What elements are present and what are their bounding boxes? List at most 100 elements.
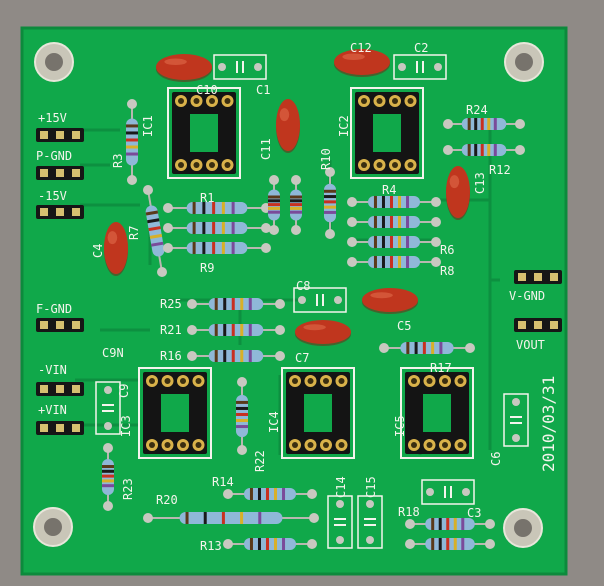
label-r24: R24 bbox=[466, 103, 488, 117]
label-ic3: IC3 bbox=[119, 415, 133, 437]
label-c10: C10 bbox=[196, 83, 218, 97]
pin-header bbox=[514, 270, 562, 284]
label-r8: R8 bbox=[440, 264, 454, 278]
label-r3: R3 bbox=[111, 154, 125, 168]
mounting-hole bbox=[34, 42, 74, 82]
label-date: 2010/03/31 bbox=[539, 376, 558, 472]
label-c7: C7 bbox=[295, 351, 309, 365]
label-c4: C4 bbox=[91, 244, 105, 258]
label-c3: C3 bbox=[467, 506, 481, 520]
pin-header bbox=[514, 318, 562, 332]
label-r22: R22 bbox=[253, 450, 267, 472]
resistor bbox=[324, 167, 336, 239]
pin-header bbox=[36, 205, 84, 219]
resistor bbox=[443, 144, 525, 156]
label-c9: C9 bbox=[117, 384, 131, 398]
ceramic-capacitor bbox=[357, 495, 383, 549]
label-r13: R13 bbox=[200, 539, 222, 553]
ic-socket bbox=[138, 367, 212, 459]
resistor bbox=[187, 350, 285, 362]
label-c5: C5 bbox=[397, 319, 411, 333]
resistor bbox=[236, 377, 248, 455]
label-minus15v: -15V bbox=[38, 189, 67, 203]
label-r20: R20 bbox=[156, 493, 178, 507]
label-r14: R14 bbox=[212, 475, 234, 489]
label-r23: R23 bbox=[121, 478, 135, 500]
resistor bbox=[290, 175, 302, 235]
resistor bbox=[187, 298, 285, 310]
label-r7: R7 bbox=[127, 226, 141, 240]
label-r25: R25 bbox=[160, 297, 182, 311]
label-c1: C1 bbox=[256, 83, 270, 97]
resistor bbox=[405, 518, 495, 530]
film-capacitor bbox=[156, 54, 212, 82]
label-plus15v: +15V bbox=[38, 111, 67, 125]
mounting-hole bbox=[504, 42, 544, 82]
resistor bbox=[443, 118, 525, 130]
resistor bbox=[163, 222, 271, 234]
resistor bbox=[405, 538, 495, 550]
resistor bbox=[163, 242, 271, 254]
film-capacitor bbox=[295, 320, 351, 346]
ceramic-capacitor bbox=[327, 495, 353, 549]
pin-header bbox=[36, 382, 84, 396]
label-c6: C6 bbox=[489, 452, 503, 466]
resistor bbox=[223, 538, 317, 550]
ic-socket bbox=[400, 367, 474, 459]
resistor bbox=[143, 185, 167, 277]
resistor bbox=[268, 175, 280, 235]
ceramic-capacitor bbox=[293, 287, 347, 313]
label-r6: R6 bbox=[440, 243, 454, 257]
ceramic-capacitor bbox=[393, 54, 447, 80]
ic-socket bbox=[167, 87, 241, 179]
ic-socket bbox=[281, 367, 355, 459]
ic-socket bbox=[350, 87, 424, 179]
label-c15: C15 bbox=[364, 476, 378, 498]
label-plus-vin: +VIN bbox=[38, 403, 67, 417]
pin-header bbox=[36, 166, 84, 180]
label-c12: C12 bbox=[350, 41, 372, 55]
label-c11: C11 bbox=[259, 138, 273, 160]
label-r9: R9 bbox=[200, 261, 214, 275]
resistor bbox=[187, 324, 285, 336]
film-capacitor bbox=[104, 222, 128, 276]
label-minus-vin: -VIN bbox=[38, 363, 67, 377]
label-ic5: IC5 bbox=[393, 415, 407, 437]
pin-header bbox=[36, 128, 84, 142]
label-r18: R18 bbox=[398, 505, 420, 519]
label-r16: R16 bbox=[160, 349, 182, 363]
film-capacitor bbox=[276, 99, 300, 153]
resistor bbox=[347, 256, 441, 268]
label-r17: R17 bbox=[430, 361, 452, 375]
pin-header bbox=[36, 421, 84, 435]
label-c14: C14 bbox=[334, 476, 348, 498]
label-ic2: IC2 bbox=[337, 115, 351, 137]
label-r4: R4 bbox=[382, 183, 396, 197]
resistor bbox=[347, 196, 441, 208]
film-capacitor bbox=[446, 166, 470, 220]
label-c9n: C9N bbox=[102, 346, 124, 360]
resistor bbox=[347, 216, 441, 228]
resistor bbox=[126, 99, 138, 185]
resistor bbox=[347, 236, 441, 248]
resistor bbox=[223, 488, 317, 500]
label-r10: R10 bbox=[319, 148, 333, 170]
label-r1: R1 bbox=[200, 191, 214, 205]
mounting-hole bbox=[503, 508, 543, 548]
resistor bbox=[379, 342, 475, 354]
label-ic4: IC4 bbox=[267, 411, 281, 433]
label-c13: C13 bbox=[473, 172, 487, 194]
label-fgnd: F-GND bbox=[36, 302, 72, 316]
resistor bbox=[143, 512, 319, 524]
resistor bbox=[102, 443, 114, 511]
ceramic-capacitor bbox=[503, 393, 529, 447]
label-pgnd: P-GND bbox=[36, 149, 72, 163]
film-capacitor bbox=[362, 288, 418, 314]
label-c8: C8 bbox=[296, 279, 310, 293]
pin-header bbox=[36, 318, 84, 332]
label-ic1: IC1 bbox=[141, 115, 155, 137]
label-vgnd: V-GND bbox=[509, 289, 545, 303]
ceramic-capacitor bbox=[213, 54, 267, 80]
label-vout: VOUT bbox=[516, 338, 545, 352]
